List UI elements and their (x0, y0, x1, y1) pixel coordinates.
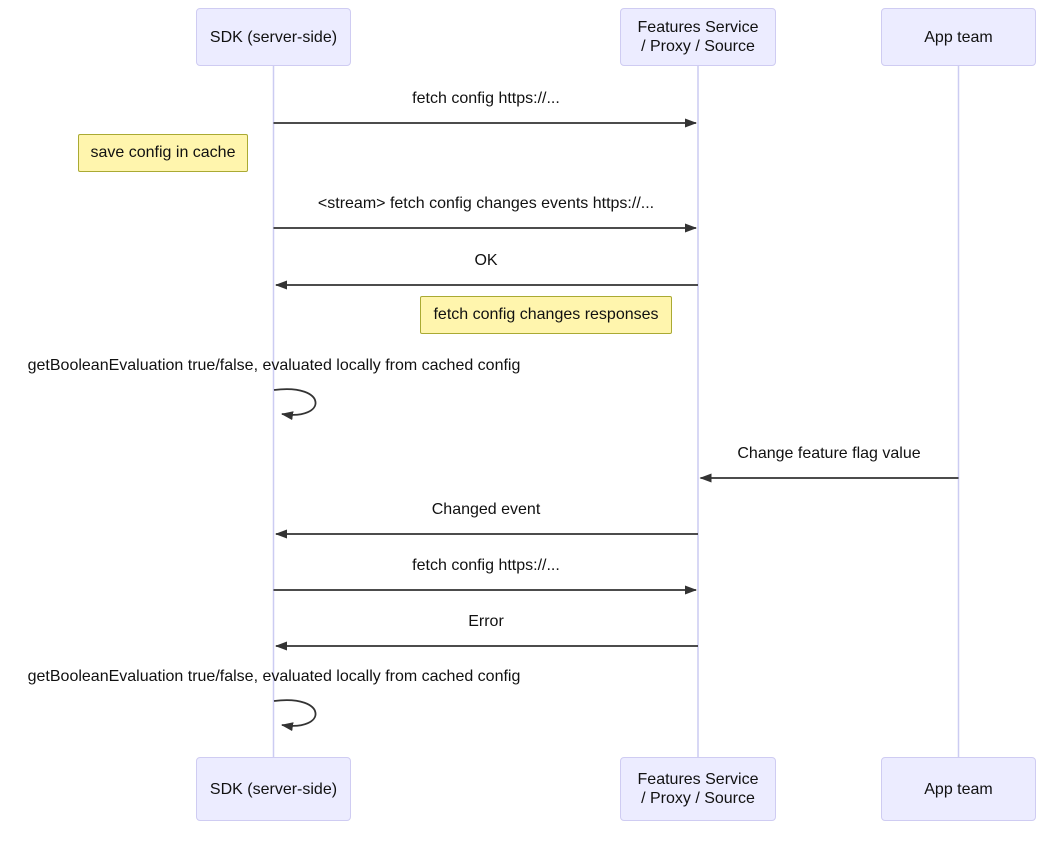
message-label-stream-fetch-config-changes: <stream> fetch config changes events htt… (317, 195, 655, 212)
participant-features-label-line1: Features Service (637, 19, 759, 36)
participant-sdk-top: SDK (server-side) (196, 8, 351, 66)
participant-features-label-line1: Features Service (637, 771, 759, 788)
participant-features-top: Features Service / Proxy / Source (620, 8, 776, 66)
participant-sdk-bottom: SDK (server-side) (196, 757, 351, 821)
note-fetch-config-changes-responses: fetch config changes responses (420, 296, 672, 334)
message-label-change-feature-flag-value: Change feature flag value (737, 445, 921, 462)
participant-sdk-label: SDK (server-side) (209, 28, 338, 46)
participant-features-label-line2: / Proxy / Source (641, 38, 755, 55)
participant-features-bottom: Features Service / Proxy / Source (620, 757, 776, 821)
message-label-get-boolean-evaluation-2: getBooleanEvaluation true/false, evaluat… (27, 668, 521, 685)
self-loop-get-boolean-evaluation-2 (273, 699, 317, 732)
self-loop-get-boolean-evaluation-1 (273, 388, 317, 421)
participant-app-label: App team (924, 28, 993, 46)
message-label-fetch-config-2: fetch config https://... (412, 557, 560, 574)
message-label-ok: OK (474, 252, 498, 269)
participant-app-top: App team (881, 8, 1036, 66)
participant-features-label-line2: / Proxy / Source (641, 790, 755, 807)
participant-app-label: App team (924, 780, 993, 798)
message-label-get-boolean-evaluation-1: getBooleanEvaluation true/false, evaluat… (27, 357, 521, 374)
message-label-changed-event: Changed event (431, 501, 541, 518)
participant-app-bottom: App team (881, 757, 1036, 821)
message-label-error: Error (468, 613, 504, 630)
message-label-fetch-config-1: fetch config https://... (412, 90, 560, 107)
participant-sdk-label: SDK (server-side) (209, 780, 338, 798)
note-save-config-in-cache: save config in cache (78, 134, 248, 172)
